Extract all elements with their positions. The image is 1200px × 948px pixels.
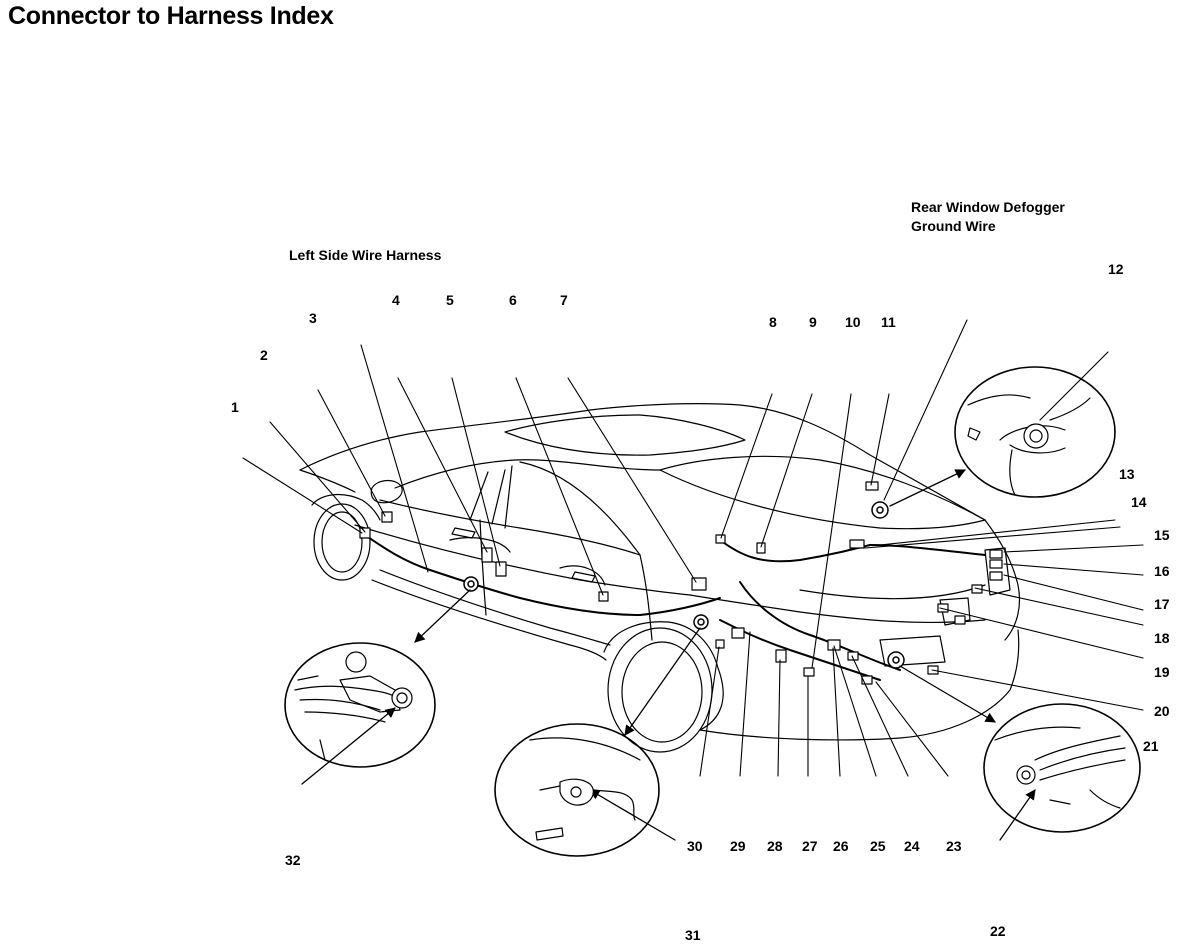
callout-8: 8 — [769, 314, 777, 330]
detail-arrows — [302, 470, 1035, 840]
callout-6: 6 — [509, 292, 517, 308]
callout-21: 21 — [1143, 738, 1159, 754]
callout-31: 31 — [685, 927, 701, 943]
callout-11: 11 — [881, 314, 896, 330]
callout-22: 22 — [990, 923, 1006, 939]
callout-17: 17 — [1154, 596, 1170, 612]
detail-left-ground — [285, 643, 435, 767]
callout-27: 27 — [802, 838, 818, 854]
callout-15: 15 — [1154, 527, 1170, 543]
callout-13: 13 — [1119, 466, 1135, 482]
callout-1: 1 — [231, 399, 239, 415]
detail-rear-ground — [984, 704, 1140, 832]
callout-30: 30 — [687, 838, 703, 854]
leader-lines — [243, 320, 1143, 776]
callout-25: 25 — [870, 838, 886, 854]
callout-3: 3 — [309, 310, 317, 326]
callout-23: 23 — [946, 838, 962, 854]
callout-4: 4 — [392, 292, 400, 308]
callout-28: 28 — [767, 838, 783, 854]
callout-19: 19 — [1154, 664, 1170, 680]
callout-20: 20 — [1154, 703, 1170, 719]
detail-center-ground — [495, 724, 659, 856]
callout-5: 5 — [446, 292, 454, 308]
callout-26: 26 — [833, 838, 849, 854]
callout-29: 29 — [730, 838, 746, 854]
callout-7: 7 — [560, 292, 568, 308]
rear-window-defogger-label: Rear Window Defogger — [911, 199, 1065, 215]
left-side-wire-harness-label: Left Side Wire Harness — [289, 247, 442, 263]
callout-32: 32 — [285, 852, 301, 868]
ground-points — [464, 502, 904, 668]
detail-defogger-ground — [955, 367, 1115, 497]
callout-14: 14 — [1131, 494, 1147, 510]
callout-12: 12 — [1108, 261, 1124, 277]
callout-16: 16 — [1154, 563, 1170, 579]
callout-10: 10 — [845, 314, 861, 330]
ground-wire-label: Ground Wire — [911, 218, 996, 234]
callout-24: 24 — [904, 838, 920, 854]
connectors — [360, 482, 1002, 684]
page-title: Connector to Harness Index — [8, 2, 334, 30]
callout-18: 18 — [1154, 630, 1170, 646]
callout-9: 9 — [809, 314, 817, 330]
callout-2: 2 — [260, 347, 268, 363]
